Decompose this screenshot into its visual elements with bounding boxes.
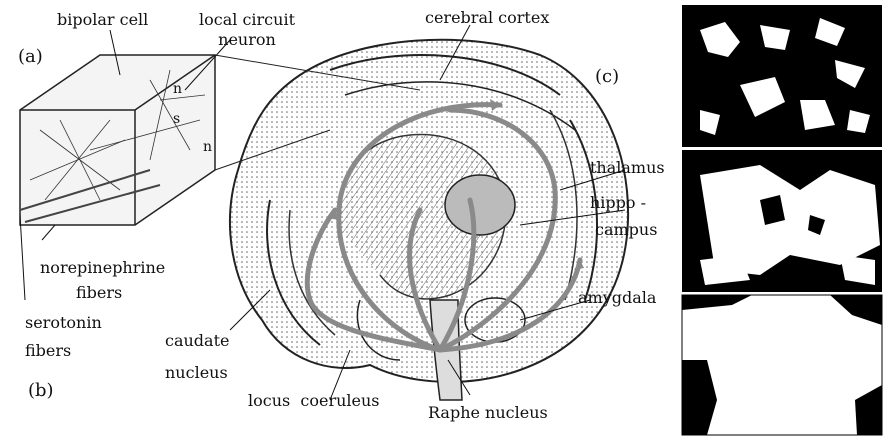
label-caudate-line1: caudate [165,333,229,349]
label-locus-coeruleus: locus coeruleus [248,393,380,409]
label-hippocampus-line2: campus [595,222,657,238]
panel-label-a: (a) [18,48,43,66]
label-cerebral-cortex: cerebral cortex [425,10,549,26]
label-amygdala: amygdala [578,290,656,306]
label-local-circuit-line1: local circuit [197,12,297,28]
panel-label-c: (c) [595,68,619,86]
label-raphe-nucleus: Raphe nucleus [428,405,548,421]
cube-letter-n-bottom: n [203,140,212,154]
binary-image-panels [682,5,882,435]
cube-letter-s: s [173,112,180,126]
label-bipolar-cell: bipolar cell [57,12,148,28]
label-local-circuit-line2: neuron [197,32,297,48]
thalamus-structure [445,175,515,235]
brain-illustration [230,40,628,400]
label-serotonin-line1: serotonin [25,315,102,331]
panel-label-b: (b) [28,382,54,400]
cube-letter-n-top: n [173,82,182,96]
label-norepinephrine-line2: fibers [76,285,122,301]
label-caudate-line2: nucleus [165,365,228,381]
label-thalamus: thalamus [590,160,665,176]
label-norepinephrine-line1: norepinephrine [40,260,165,276]
label-hippocampus-line1: hippo - [590,195,646,211]
label-serotonin-line2: fibers [25,343,71,359]
